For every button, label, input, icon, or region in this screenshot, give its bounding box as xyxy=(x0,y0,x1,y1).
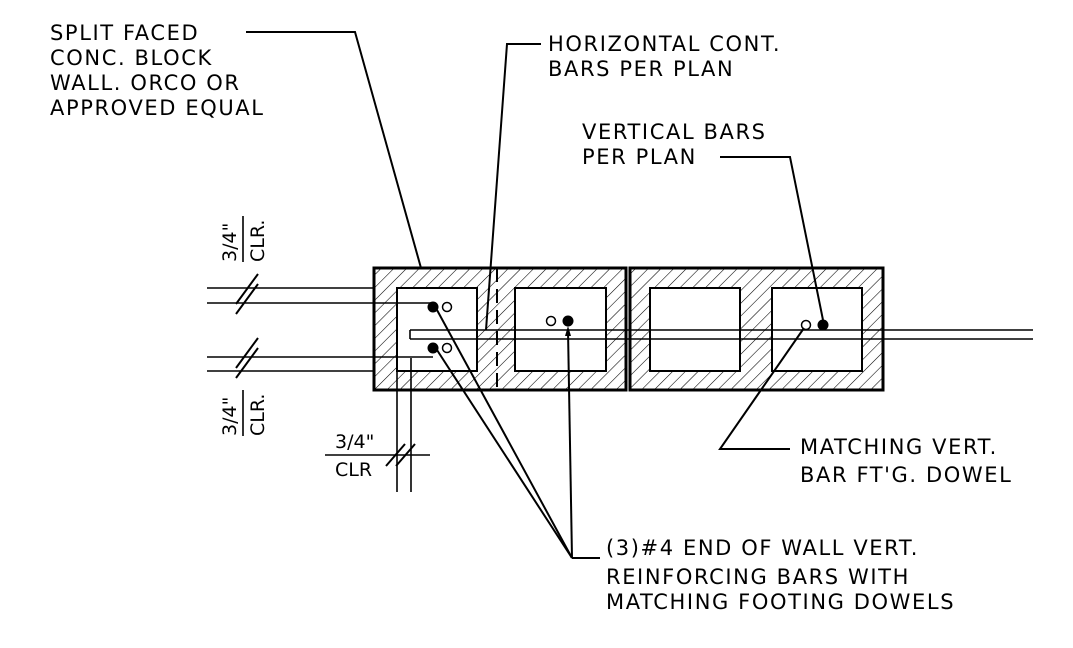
svg-text:REINFORCING BARS WITH: REINFORCING BARS WITH xyxy=(606,565,910,589)
dim-side-clear: 3/4" CLR xyxy=(325,358,430,492)
svg-text:WALL. ORCO OR: WALL. ORCO OR xyxy=(50,71,241,95)
vert-bar-dot xyxy=(427,301,439,313)
svg-text:APPROVED EQUAL: APPROVED EQUAL xyxy=(50,96,265,120)
svg-text:CLR.: CLR. xyxy=(247,220,269,262)
dowel-dot xyxy=(441,301,453,313)
svg-text:3/4": 3/4" xyxy=(219,397,241,436)
note-vertical-bars: VERTICAL BARS PER PLAN xyxy=(582,120,824,321)
svg-text:HORIZONTAL CONT.: HORIZONTAL CONT. xyxy=(548,32,781,56)
note-matching-vert: MATCHING VERT. BAR FT'G. DOWEL xyxy=(718,327,1012,487)
svg-text:MATCHING FOOTING DOWELS: MATCHING FOOTING DOWELS xyxy=(606,590,955,614)
svg-text:CLR: CLR xyxy=(335,459,372,481)
vert-bar-dot xyxy=(817,319,829,331)
note-horizontal-bars: HORIZONTAL CONT. BARS PER PLAN xyxy=(485,32,781,331)
svg-text:VERTICAL BARS: VERTICAL BARS xyxy=(582,120,767,144)
dowel-dot xyxy=(441,342,453,354)
dim-top-clear: 3/4" CLR. xyxy=(219,216,269,262)
horizontal-bars xyxy=(409,329,1033,340)
note-end-of-wall: (3)#4 END OF WALL VERT. REINFORCING BARS… xyxy=(436,309,955,614)
svg-text:3/4": 3/4" xyxy=(219,223,241,262)
svg-text:3/4": 3/4" xyxy=(335,431,374,453)
svg-text:SPLIT FACED: SPLIT FACED xyxy=(50,21,199,45)
dim-bottom-clear: 3/4" CLR. xyxy=(219,390,269,436)
rebar-dots xyxy=(427,301,829,354)
svg-text:MATCHING VERT.: MATCHING VERT. xyxy=(800,435,998,459)
vert-bar-dot xyxy=(562,315,574,327)
svg-text:CLR.: CLR. xyxy=(247,394,269,436)
svg-text:BARS PER PLAN: BARS PER PLAN xyxy=(548,57,734,81)
dowel-dot xyxy=(545,315,557,327)
vert-bar-dot xyxy=(427,342,439,354)
dowel-dot xyxy=(800,319,812,331)
left-dimensions xyxy=(207,273,433,379)
svg-text:(3)#4 END OF WALL VERT.: (3)#4 END OF WALL VERT. xyxy=(606,536,919,560)
svg-text:CONC. BLOCK: CONC. BLOCK xyxy=(50,46,213,70)
note-split-faced: SPLIT FACED CONC. BLOCK WALL. ORCO OR AP… xyxy=(50,21,422,269)
svg-text:PER PLAN: PER PLAN xyxy=(582,145,697,169)
svg-text:BAR FT'G. DOWEL: BAR FT'G. DOWEL xyxy=(800,463,1012,487)
typical-block xyxy=(628,266,885,392)
